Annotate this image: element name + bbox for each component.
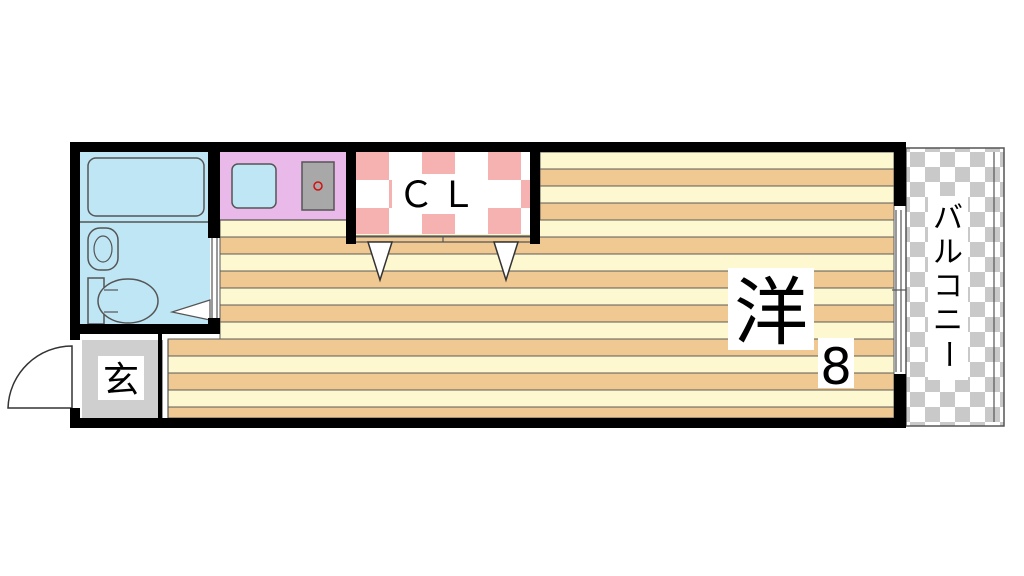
wall-bath-right bbox=[208, 142, 220, 238]
wall-left-lower bbox=[70, 408, 80, 428]
balcony-label-char: ル bbox=[933, 235, 963, 270]
wall-left bbox=[70, 142, 80, 340]
floor-plank bbox=[539, 168, 895, 187]
stove-burner bbox=[313, 181, 323, 191]
walls bbox=[70, 142, 906, 428]
room-label: 洋 bbox=[734, 270, 808, 356]
floor-plank bbox=[167, 389, 895, 408]
closet-door-right bbox=[492, 241, 520, 283]
balcony-label-char: ー bbox=[930, 339, 965, 369]
wall-top bbox=[70, 142, 906, 152]
toilet-bowl bbox=[97, 278, 159, 324]
bathroom-door-swing bbox=[169, 299, 211, 321]
room-size: 8 bbox=[820, 338, 852, 396]
wall-right-bottom bbox=[894, 374, 906, 428]
entrance-label-bg bbox=[98, 356, 144, 400]
floor-plank bbox=[219, 236, 895, 255]
wall-right-top bbox=[894, 142, 906, 206]
room-size-bg bbox=[818, 338, 854, 388]
floor-plank bbox=[167, 355, 895, 374]
wall-entrance-right bbox=[158, 334, 162, 418]
kitchen-stove bbox=[301, 161, 335, 211]
floor-plank bbox=[167, 406, 895, 419]
balcony-label-char: コ bbox=[933, 269, 963, 304]
floor-plank bbox=[167, 372, 895, 391]
floor-plank bbox=[219, 219, 895, 238]
balcony-label-char: ニ bbox=[933, 303, 963, 338]
entrance-door-swing bbox=[7, 345, 73, 409]
entrance-label: 玄 bbox=[103, 360, 139, 401]
room-label-bg bbox=[728, 268, 814, 350]
floor-plank bbox=[539, 185, 895, 204]
wall-bath-corner bbox=[208, 318, 220, 334]
closet-door-left bbox=[366, 241, 394, 283]
floor-plank bbox=[539, 202, 895, 221]
closet-label: ＣＬ bbox=[398, 175, 482, 216]
bathtub bbox=[87, 157, 205, 217]
balcony-label-bg bbox=[928, 196, 968, 380]
wall-closet-right bbox=[530, 142, 540, 244]
balcony-label-char: バ bbox=[933, 201, 963, 236]
kitchen-sink bbox=[231, 163, 277, 209]
wall-bath-bottom bbox=[70, 324, 220, 334]
closet-label-bg bbox=[392, 174, 488, 214]
wall-bottom bbox=[70, 418, 906, 428]
floor-plank bbox=[539, 151, 895, 170]
washbasin bbox=[87, 227, 119, 271]
wall-closet-left bbox=[346, 142, 356, 244]
washbasin-bowl bbox=[93, 235, 113, 263]
